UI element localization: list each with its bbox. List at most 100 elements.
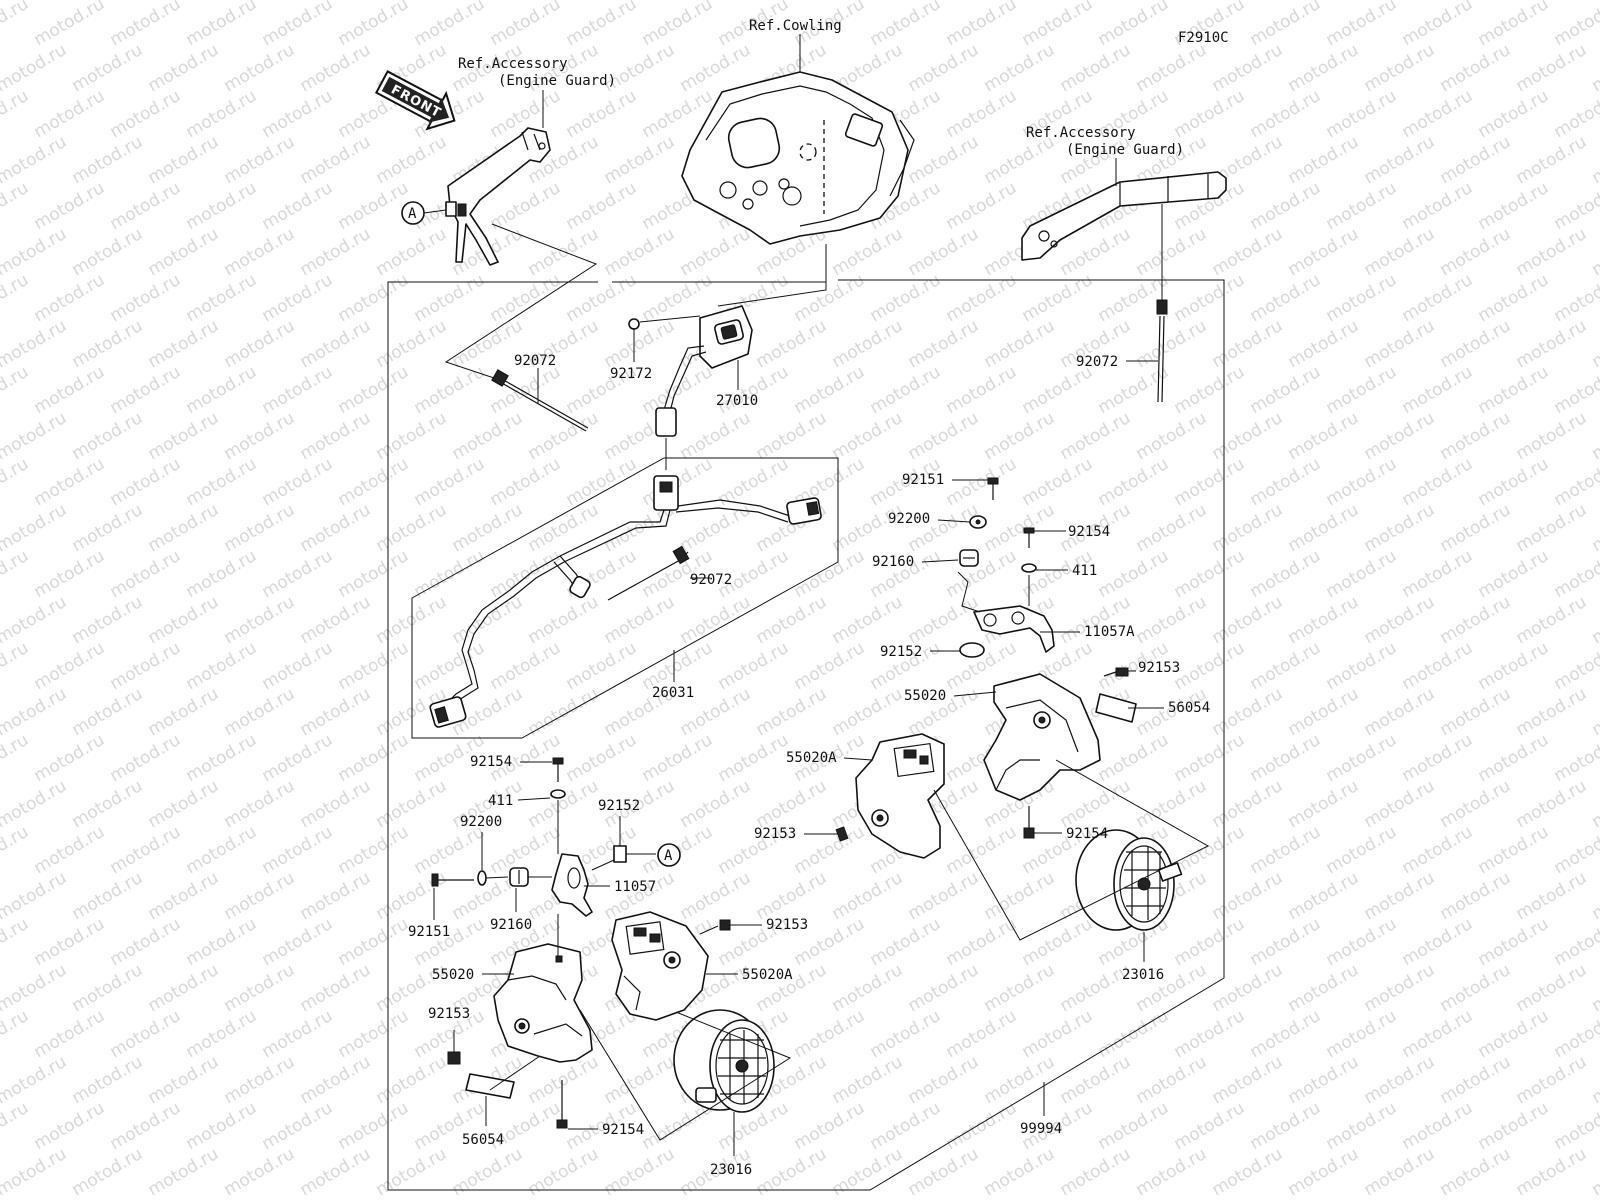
watermark-text: motod.ru xyxy=(69,1144,147,1200)
watermark-text: motod.ru xyxy=(525,776,603,832)
watermark-text: motod.ru xyxy=(753,776,831,832)
watermark-text: motod.ru xyxy=(259,454,337,510)
watermark-text: motod.ru xyxy=(1095,0,1173,50)
watermark-text: motod.ru xyxy=(791,270,869,326)
watermark-text: motod.ru xyxy=(1285,592,1363,648)
watermark-text: motod.ru xyxy=(1247,362,1325,418)
watermark-text: motod.ru xyxy=(107,1098,185,1154)
watermark-text: motod.ru xyxy=(221,408,299,464)
watermark-text: motod.ru xyxy=(1589,1144,1600,1200)
watermark-text: motod.ru xyxy=(449,408,527,464)
watermark-text: motod.ru xyxy=(1171,1098,1249,1154)
watermark-text: motod.ru xyxy=(1323,730,1401,786)
watermark-text: motod.ru xyxy=(1057,40,1135,96)
watermark-text: motod.ru xyxy=(791,362,869,418)
watermark-text: motod.ru xyxy=(1247,730,1325,786)
watermark-text: motod.ru xyxy=(0,224,70,280)
watermark-text: motod.ru xyxy=(943,914,1021,970)
watermark-text: motod.ru xyxy=(867,914,945,970)
watermark-text: motod.ru xyxy=(221,316,299,372)
watermark-text: motod.ru xyxy=(867,1098,945,1154)
watermark-text: motod.ru xyxy=(1323,546,1401,602)
watermark-text: motod.ru xyxy=(1285,684,1363,740)
watermark-text: motod.ru xyxy=(259,1098,337,1154)
watermark-text: motod.ru xyxy=(1323,362,1401,418)
watermark-text: motod.ru xyxy=(753,408,831,464)
watermark-text: motod.ru xyxy=(1361,592,1439,648)
callout-a-text: A xyxy=(664,848,673,864)
watermark-text: motod.ru xyxy=(1361,1052,1439,1108)
watermark-text: motod.ru xyxy=(1247,454,1325,510)
watermark-text: motod.ru xyxy=(373,1052,451,1108)
watermark-text: motod.ru xyxy=(1361,500,1439,556)
watermark-text: motod.ru xyxy=(1247,86,1325,142)
watermark-text: motod.ru xyxy=(297,500,375,556)
watermark-text: motod.ru xyxy=(1171,822,1249,878)
watermark-text: motod.ru xyxy=(905,500,983,556)
watermark-text: motod.ru xyxy=(677,868,755,924)
watermark-text: motod.ru xyxy=(183,546,261,602)
label-92200-right: 92200 xyxy=(888,511,930,527)
watermark-text: motod.ru xyxy=(829,960,907,1016)
watermark-text: motod.ru xyxy=(1057,776,1135,832)
watermark-text: motod.ru xyxy=(1475,1006,1553,1062)
watermark-text: motod.ru xyxy=(525,1144,603,1200)
watermark-text: motod.ru xyxy=(1095,362,1173,418)
watermark-text: motod.ru xyxy=(677,224,755,280)
watermark-text: motod.ru xyxy=(1019,270,1097,326)
watermark-text: motod.ru xyxy=(1475,270,1553,326)
watermark-text: motod.ru xyxy=(183,178,261,234)
watermark-text: motod.ru xyxy=(69,592,147,648)
watermark-text: motod.ru xyxy=(1475,914,1553,970)
watermark-text: motod.ru xyxy=(943,270,1021,326)
watermark-text: motod.ru xyxy=(411,822,489,878)
label-92153-right-top: 92153 xyxy=(1138,660,1180,676)
watermark-text: motod.ru xyxy=(829,868,907,924)
watermark-text: motod.ru xyxy=(829,408,907,464)
watermark-text: motod.ru xyxy=(1399,178,1477,234)
watermark-text: motod.ru xyxy=(221,868,299,924)
label-92160-right: 92160 xyxy=(872,554,914,570)
watermark-text: motod.ru xyxy=(145,684,223,740)
watermark-text: motod.ru xyxy=(1589,40,1600,96)
watermark-text: motod.ru xyxy=(449,500,527,556)
watermark-text: motod.ru xyxy=(107,1006,185,1062)
watermark-text: motod.ru xyxy=(1323,270,1401,326)
label-92152-right: 92152 xyxy=(880,644,922,660)
watermark-text: motod.ru xyxy=(563,178,641,234)
watermark-text: motod.ru xyxy=(1019,914,1097,970)
watermark-text: motod.ru xyxy=(1133,316,1211,372)
watermark-text: motod.ru xyxy=(259,86,337,142)
watermark-text: motod.ru xyxy=(1133,592,1211,648)
watermark-text: motod.ru xyxy=(0,960,70,1016)
watermark-text: motod.ru xyxy=(905,1052,983,1108)
label-27010: 27010 xyxy=(716,393,758,409)
watermark-text: motod.ru xyxy=(297,224,375,280)
watermark-text: motod.ru xyxy=(259,638,337,694)
watermark-text: motod.ru xyxy=(1475,638,1553,694)
watermark-text: motod.ru xyxy=(0,1144,70,1200)
watermark-text: motod.ru xyxy=(1399,1006,1477,1062)
watermark-text: motod.ru xyxy=(1285,1052,1363,1108)
label-92151-left: 92151 xyxy=(408,924,450,940)
figure-code: F2910C xyxy=(1178,30,1229,46)
watermark-text: motod.ru xyxy=(259,1006,337,1062)
watermark-text: motod.ru xyxy=(221,776,299,832)
watermark-text: motod.ru xyxy=(1589,500,1600,556)
watermark-text: motod.ru xyxy=(829,316,907,372)
watermark-text: motod.ru xyxy=(31,178,109,234)
watermark-text: motod.ru xyxy=(69,500,147,556)
watermark-text: motod.ru xyxy=(335,178,413,234)
watermark-text: motod.ru xyxy=(1475,822,1553,878)
watermark-text: motod.ru xyxy=(487,546,565,602)
watermark-text: motod.ru xyxy=(1209,776,1287,832)
watermark-text: motod.ru xyxy=(1437,40,1515,96)
label-92154-left-top: 92154 xyxy=(470,754,512,770)
watermark-text: motod.ru xyxy=(31,1006,109,1062)
watermark-text: motod.ru xyxy=(905,408,983,464)
watermark-text: motod.ru xyxy=(335,730,413,786)
watermark-text: motod.ru xyxy=(601,592,679,648)
watermark-text: motod.ru xyxy=(1209,592,1287,648)
watermark-text: motod.ru xyxy=(297,684,375,740)
watermark-text: motod.ru xyxy=(69,408,147,464)
